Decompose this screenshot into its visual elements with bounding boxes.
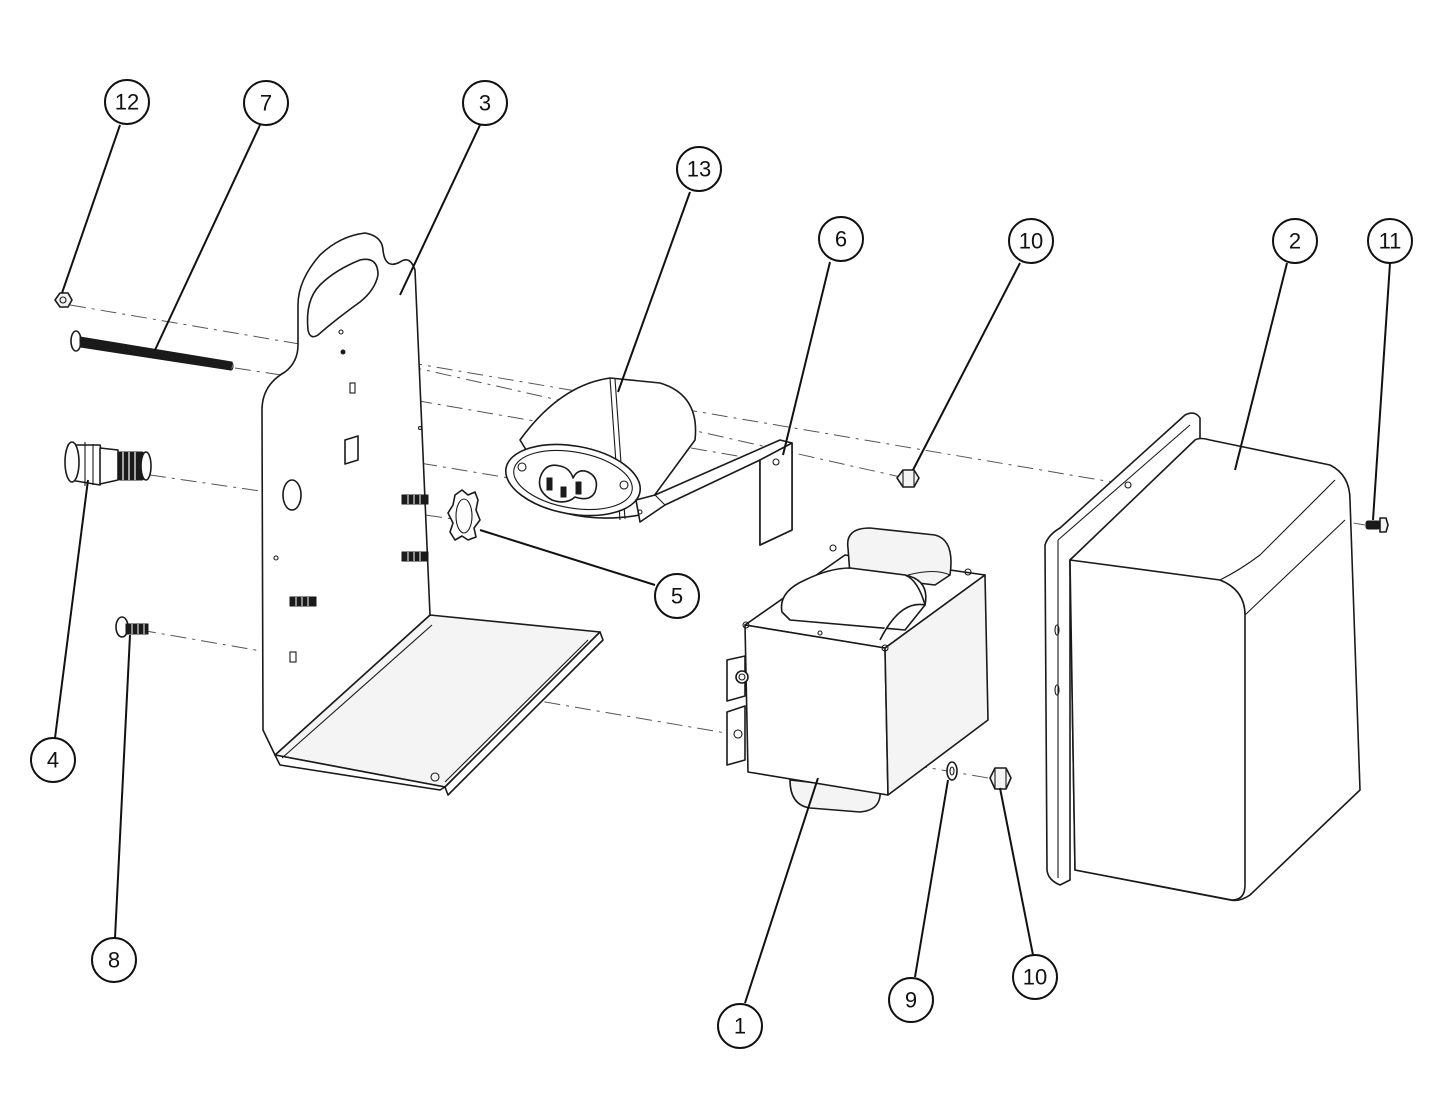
balloon-1: 1 xyxy=(717,1003,763,1049)
capacitor-bracket-6 xyxy=(635,439,793,546)
balloon-3: 3 xyxy=(462,80,508,126)
balloon-7: 7 xyxy=(243,80,289,126)
enclosure-cover-2 xyxy=(1044,412,1361,902)
balloon-label: 10 xyxy=(1019,229,1043,254)
balloon-label: 3 xyxy=(479,91,491,116)
bracket-stud-1 xyxy=(401,494,429,505)
balloon-8: 8 xyxy=(91,937,137,983)
long-bolt-7 xyxy=(70,330,234,371)
balloon-6: 6 xyxy=(818,216,864,262)
capacitor-13 xyxy=(504,377,697,521)
hex-nut-10-bottom xyxy=(989,767,1012,790)
balloon-label: 7 xyxy=(260,91,272,116)
balloon-label: 9 xyxy=(905,988,917,1013)
balloon-label: 5 xyxy=(671,584,683,609)
balloon-label: 12 xyxy=(115,90,139,115)
balloon-10-bottom: 10 xyxy=(1012,954,1058,1000)
balloon-label: 10 xyxy=(1023,965,1047,990)
hex-nut-10-top xyxy=(896,469,920,488)
balloon-label: 4 xyxy=(47,748,59,773)
balloon-2: 2 xyxy=(1272,218,1318,264)
mounting-bracket xyxy=(261,232,604,796)
balloon-9: 9 xyxy=(888,977,934,1023)
ballast-transformer-1 xyxy=(726,527,989,813)
balloon-label: 2 xyxy=(1289,229,1301,254)
balloon-12: 12 xyxy=(104,79,150,125)
balloon-label: 6 xyxy=(835,227,847,252)
short-bolt-8 xyxy=(115,616,149,638)
balloon-label: 11 xyxy=(1379,229,1402,254)
balloon-label: 13 xyxy=(687,157,711,182)
balloon-5: 5 xyxy=(654,573,700,619)
hex-nut-12 xyxy=(54,292,73,308)
balloon-11: 11 xyxy=(1367,218,1413,264)
locknut-5 xyxy=(447,489,481,541)
balloon-label: 1 xyxy=(734,1014,746,1039)
balloon-4: 4 xyxy=(30,737,76,783)
screw-11 xyxy=(1365,517,1389,533)
bracket-stud-3 xyxy=(289,596,317,607)
balloon-10-top: 10 xyxy=(1008,218,1054,264)
balloon-label: 8 xyxy=(108,948,120,973)
cable-gland-4 xyxy=(64,441,152,486)
leader-lines xyxy=(54,124,1391,1004)
balloon-13: 13 xyxy=(676,146,722,192)
bracket-stud-2 xyxy=(401,551,429,562)
washer-9 xyxy=(946,761,958,781)
